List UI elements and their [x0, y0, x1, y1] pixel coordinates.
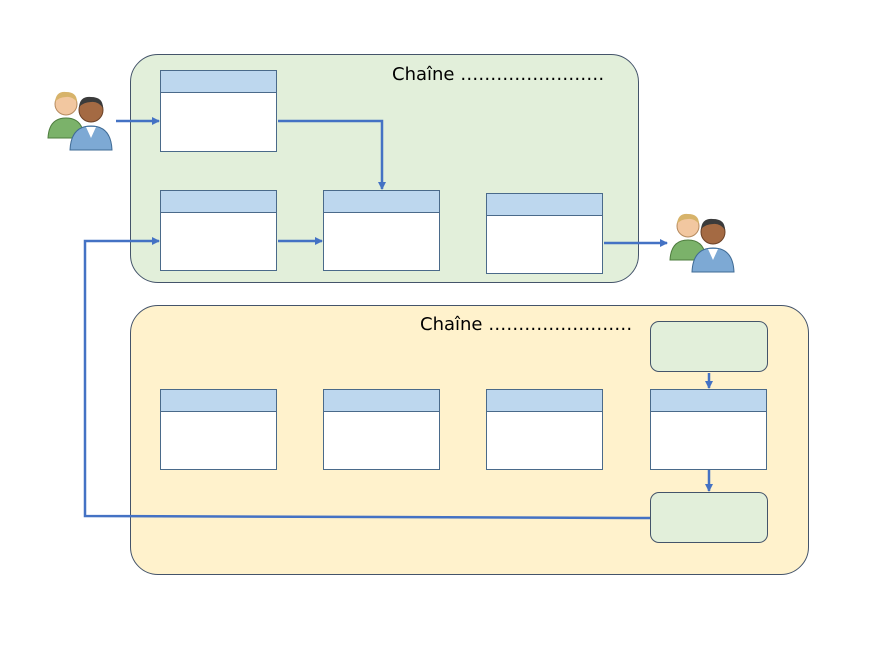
chain-2-title: Chaîne ……………………	[420, 314, 633, 335]
card-header	[324, 191, 439, 213]
card-header	[161, 390, 276, 412]
rounded-box-top[interactable]	[650, 321, 768, 372]
card-header	[161, 191, 276, 213]
process-card-6[interactable]	[323, 389, 440, 470]
process-card-8[interactable]	[650, 389, 767, 470]
process-card-2[interactable]	[160, 190, 277, 271]
card-header	[487, 390, 602, 412]
arrow-card-1-to-card-3	[278, 119, 386, 190]
card-header	[487, 194, 602, 216]
card-header	[161, 71, 276, 93]
process-card-5[interactable]	[160, 389, 277, 470]
users-icon	[47, 91, 113, 151]
arrow-feedback-loop	[83, 237, 651, 520]
card-header	[324, 390, 439, 412]
card-header	[651, 390, 766, 412]
process-card-4[interactable]	[486, 193, 603, 274]
process-card-3[interactable]	[323, 190, 440, 271]
process-card-1[interactable]	[160, 70, 277, 152]
users-icon	[669, 213, 735, 273]
rounded-box-bottom[interactable]	[650, 492, 768, 543]
chain-1-title: Chaîne ……………………	[392, 64, 605, 85]
process-card-7[interactable]	[486, 389, 603, 470]
